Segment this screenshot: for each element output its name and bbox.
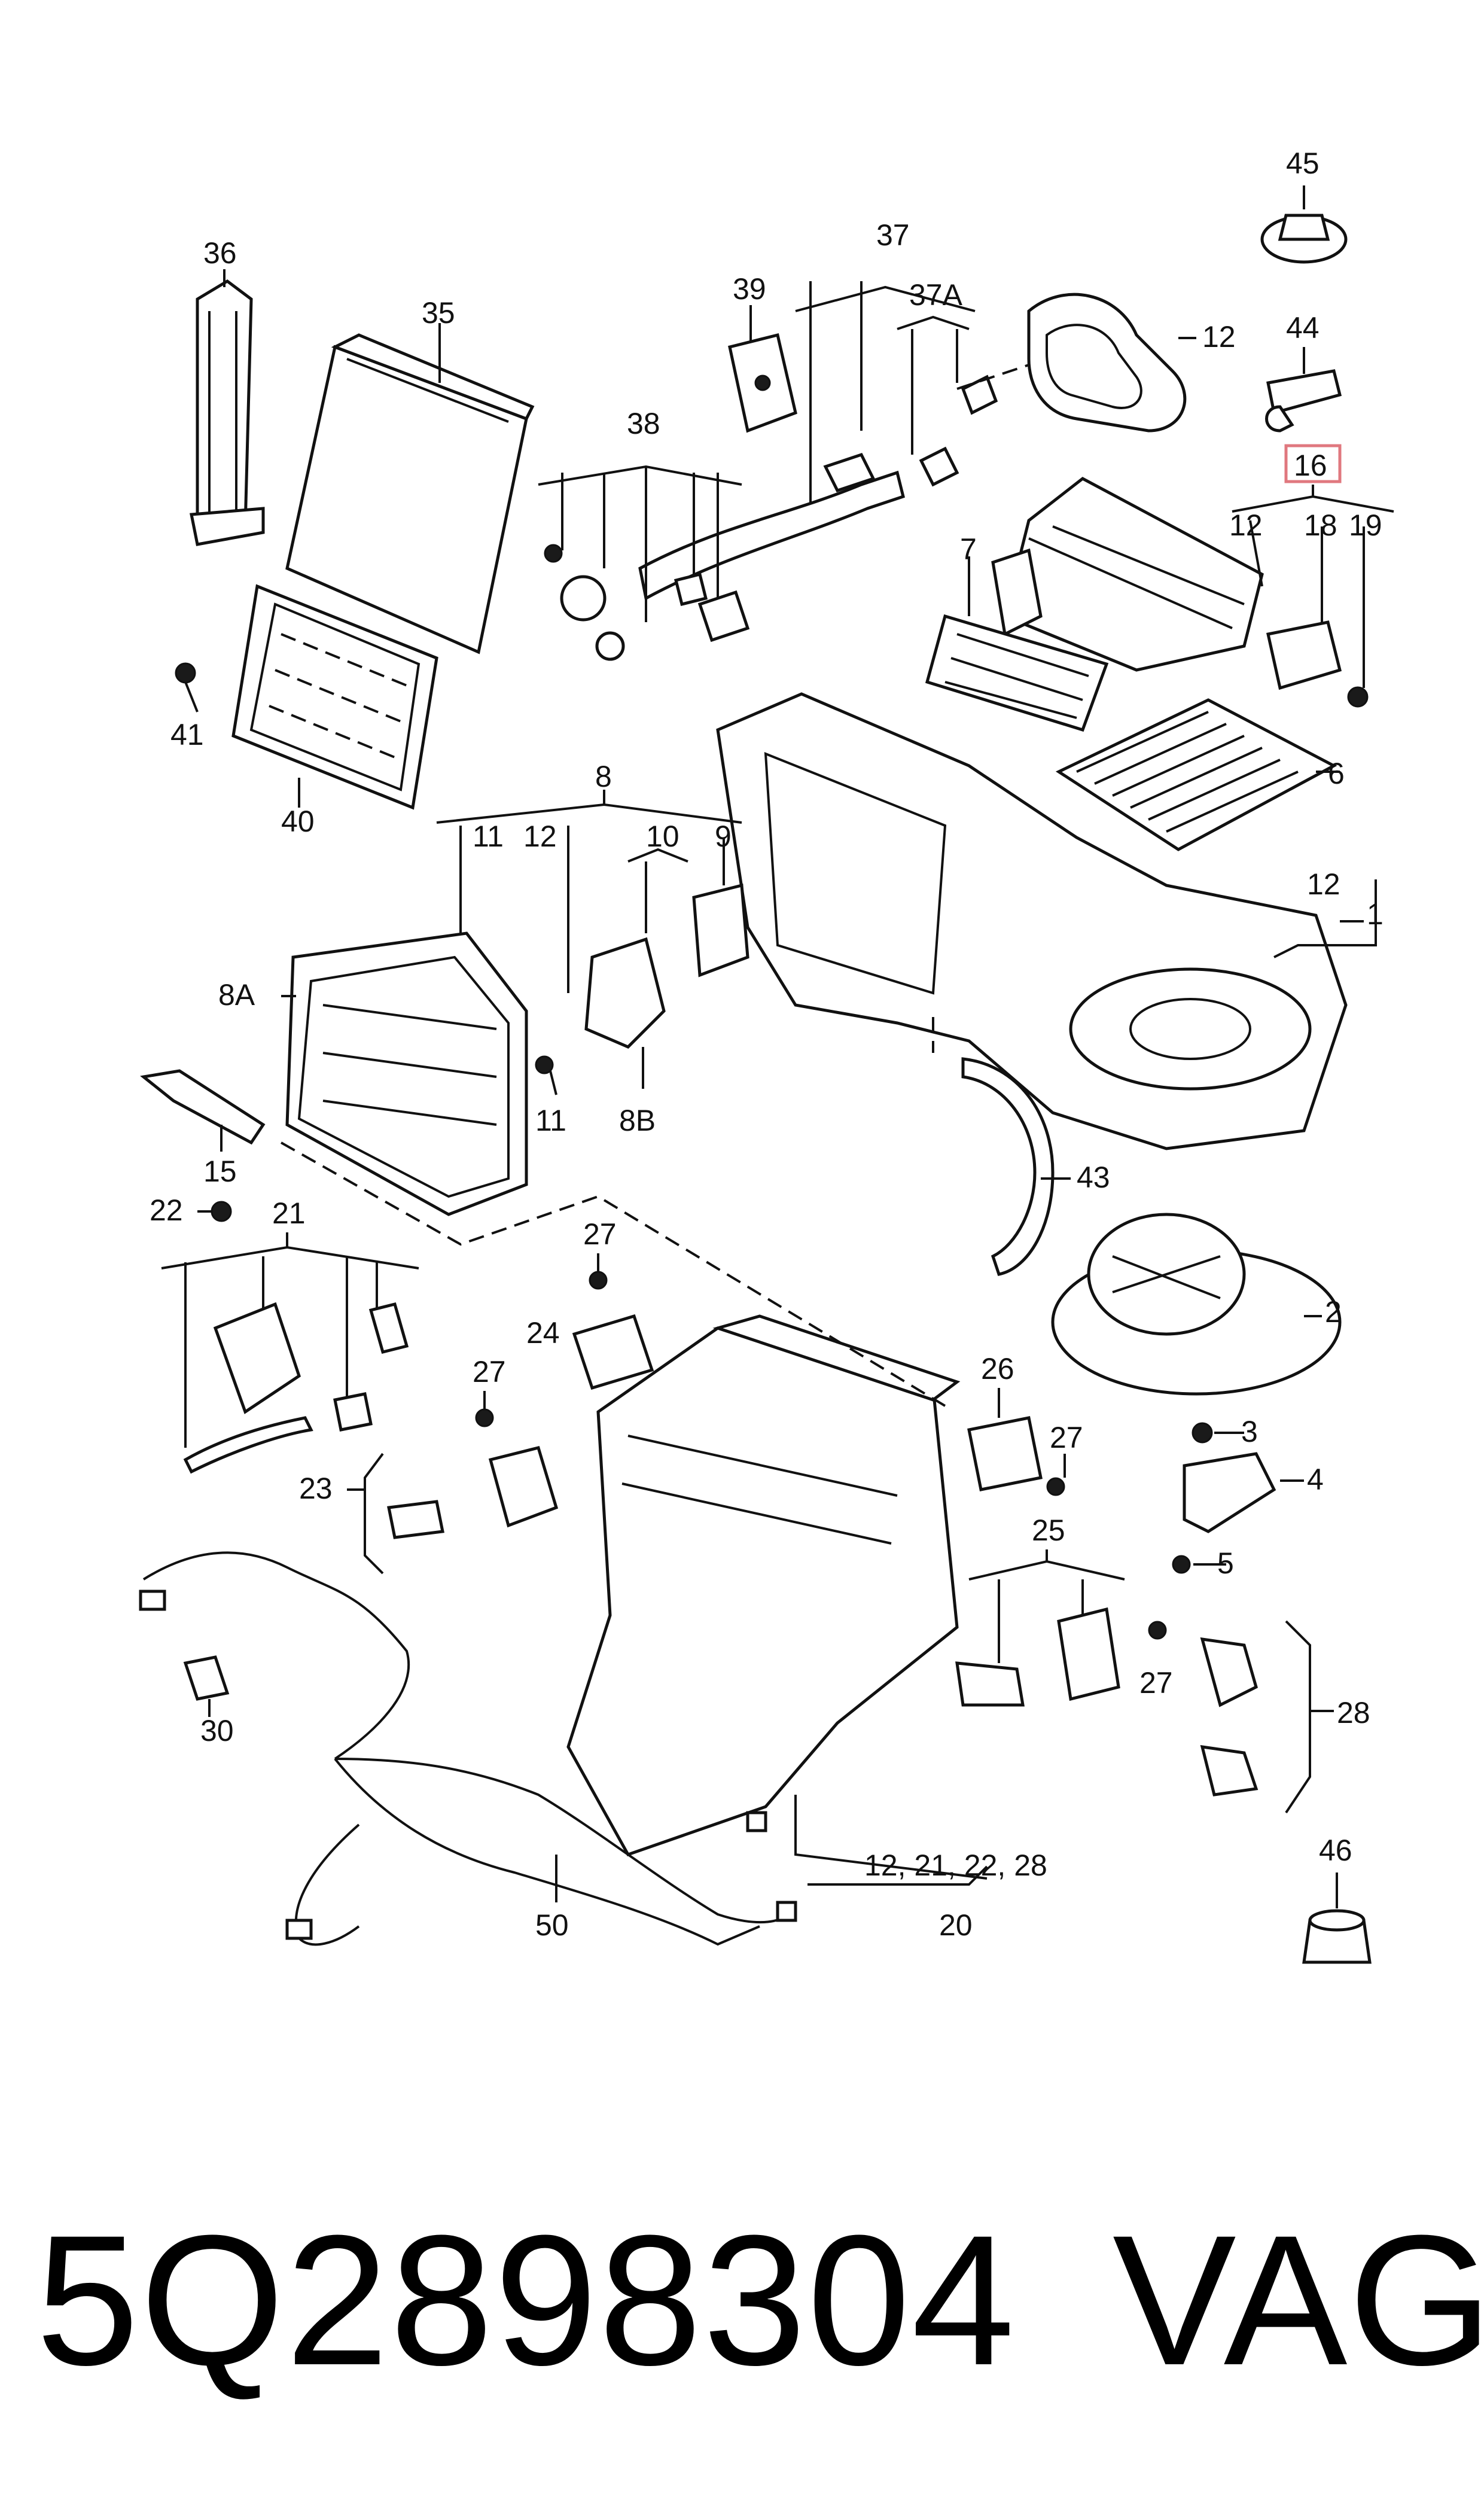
part-19-screw — [1347, 526, 1369, 708]
part-27-screw-a — [589, 1253, 608, 1290]
callout-35: 35 — [422, 296, 455, 330]
callout-15: 15 — [203, 1155, 237, 1188]
part-number: 5Q2898304 — [36, 2196, 1016, 2404]
callout-8A: 8A — [218, 978, 255, 1012]
callout-40: 40 — [281, 805, 315, 838]
callout-20-list: 12, 21, 22, 28 — [864, 1849, 1047, 1882]
callout-12-bracket1: 12 — [1307, 867, 1340, 901]
callout-26: 26 — [981, 1352, 1014, 1386]
callout-43: 43 — [1077, 1161, 1110, 1194]
brand-label: VAG — [1113, 2196, 1484, 2404]
callout-20: 20 — [939, 1908, 973, 1942]
part-27-screw-b — [475, 1391, 494, 1427]
callout-46: 46 — [1319, 1834, 1352, 1867]
callout-7: 7 — [960, 532, 977, 566]
callout-50: 50 — [535, 1908, 569, 1942]
part-8B-expansion-block — [584, 937, 666, 1089]
callout-12-top: 12 — [1202, 320, 1236, 354]
callout-1: 1 — [1367, 897, 1384, 931]
part-1-main-housing — [716, 692, 1377, 1150]
callout-19: 19 — [1349, 509, 1382, 542]
part-46-cap — [1302, 1872, 1372, 1964]
part-16-housing — [991, 477, 1264, 672]
part-28-flaps — [1200, 1620, 1334, 1814]
part-11-screw — [535, 1055, 557, 1095]
callout-4: 4 — [1307, 1463, 1324, 1496]
part-6-filter — [1055, 698, 1340, 851]
part-15-sensor — [140, 1069, 266, 1152]
part-38-fittings — [538, 465, 750, 661]
part-7-grille — [925, 556, 1109, 732]
callout-5: 5 — [1217, 1546, 1234, 1580]
part-26-actuator — [967, 1388, 1043, 1491]
callout-6: 6 — [1328, 757, 1345, 790]
part-5-screw — [1172, 1555, 1226, 1574]
callout-37A: 37A — [909, 278, 963, 312]
callout-3: 3 — [1241, 1415, 1258, 1448]
callout-labels: 36 35 39 37 37A 12 45 44 16 12 18 19 38 … — [150, 147, 1384, 1942]
callout-27-a: 27 — [583, 1217, 617, 1251]
callout-27-d: 27 — [1139, 1666, 1173, 1700]
part-12-gasket — [1027, 293, 1196, 433]
part-4-cover — [1183, 1452, 1304, 1533]
part-41-screw — [175, 662, 199, 713]
callout-10: 10 — [646, 820, 679, 853]
part-25-actuator-group — [955, 1549, 1125, 1707]
callout-9: 9 — [715, 820, 732, 853]
callout-22: 22 — [150, 1193, 183, 1227]
part-8-group-bracket — [436, 790, 742, 993]
part-43-hose — [961, 1057, 1071, 1276]
part-21-actuator-group — [161, 1232, 419, 1474]
part-45-nut — [1260, 185, 1348, 264]
callout-45: 45 — [1286, 147, 1320, 180]
callout-39: 39 — [733, 272, 766, 306]
callout-41: 41 — [170, 718, 204, 751]
callout-2: 2 — [1325, 1295, 1342, 1329]
callout-30: 30 — [200, 1714, 234, 1747]
part-22-screw — [197, 1201, 232, 1222]
highlight-box-16 — [1284, 444, 1342, 483]
part-39-sensor — [728, 305, 797, 433]
part-18-servo — [1266, 526, 1342, 690]
part-35-heater-core — [285, 323, 535, 654]
assembly-line-evaporator — [281, 1141, 946, 1407]
callout-25: 25 — [1032, 1514, 1065, 1547]
callout-21: 21 — [272, 1196, 306, 1230]
callout-11-top: 11 — [473, 820, 504, 853]
part-36-bracket — [189, 269, 265, 546]
part-9-valve — [692, 883, 749, 978]
part-27-screw-c — [1046, 1454, 1066, 1496]
callout-37: 37 — [876, 218, 910, 252]
callout-38: 38 — [627, 407, 660, 440]
callout-8: 8 — [595, 760, 612, 793]
part-20-hvac-box — [566, 1314, 988, 1886]
part-27-screw-d — [1148, 1621, 1167, 1640]
callout-28: 28 — [1337, 1696, 1370, 1730]
part-3-screw — [1192, 1422, 1244, 1444]
exploded-parts-diagram: 36 35 39 37 37A 12 45 44 16 12 18 19 38 … — [139, 147, 1394, 1964]
part-44-bolt — [1265, 347, 1342, 433]
callout-27-b: 27 — [473, 1355, 506, 1389]
callout-11-bottom: 11 — [535, 1104, 566, 1137]
part-37-pipes — [638, 281, 1065, 601]
part-50-wiring-harness — [139, 1551, 797, 1946]
part-8A-evaporator — [281, 931, 528, 1216]
callout-44: 44 — [1286, 311, 1320, 345]
callout-18: 18 — [1304, 509, 1337, 542]
callout-24: 24 — [526, 1316, 560, 1350]
part-2-blower — [1051, 1213, 1342, 1396]
callout-12-bracket8: 12 — [523, 820, 557, 853]
part-16-group — [1232, 444, 1394, 513]
part-40-frame — [231, 584, 438, 810]
callout-27-c: 27 — [1050, 1421, 1083, 1454]
callout-8B: 8B — [619, 1104, 656, 1137]
part-30-clip — [183, 1655, 230, 1717]
callout-12-bracket16: 12 — [1229, 509, 1263, 542]
part-24-actuator — [572, 1314, 654, 1390]
callout-23: 23 — [299, 1472, 333, 1505]
part-23-actuator-group — [347, 1445, 559, 1575]
callout-16: 16 — [1294, 449, 1327, 482]
callout-36: 36 — [203, 236, 237, 270]
